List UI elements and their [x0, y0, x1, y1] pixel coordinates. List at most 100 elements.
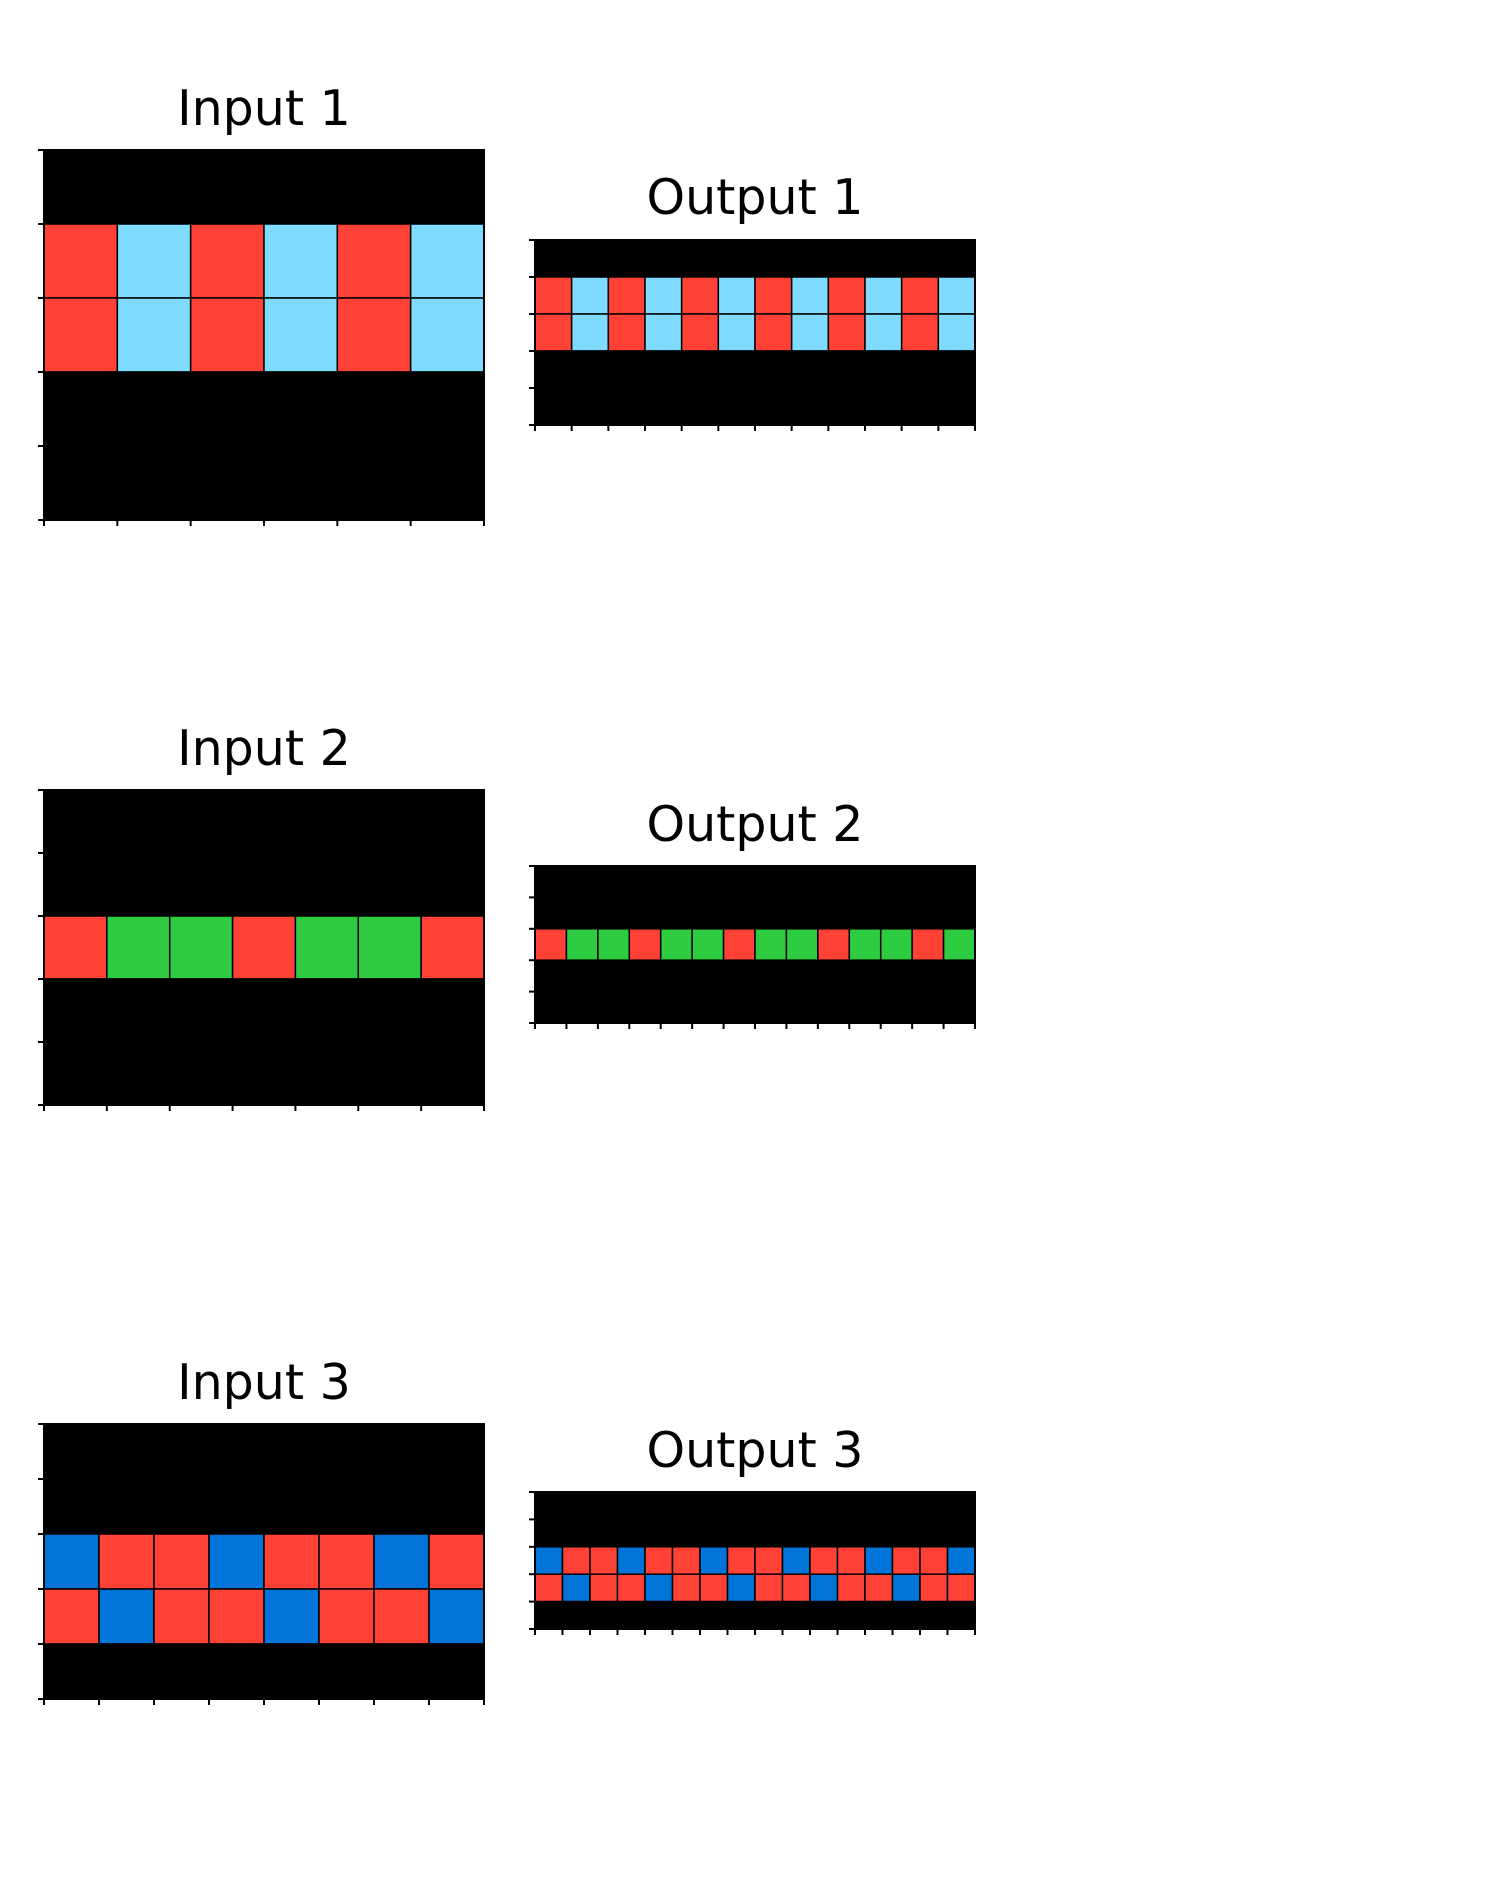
grid-cell [570, 313, 610, 352]
grid-cell [699, 1491, 729, 1521]
grid-cell [318, 1423, 375, 1480]
grid-cell [534, 313, 573, 352]
grid-cell [726, 1546, 756, 1575]
grid-cell [43, 789, 108, 854]
grid-cell [671, 1546, 701, 1575]
grid-cell [836, 1491, 866, 1521]
grid-cell [848, 928, 882, 961]
grid-cell [809, 1573, 839, 1603]
grid-cell [168, 789, 234, 854]
panel-title-output-1: Output 1 [646, 169, 864, 226]
grid-cell [726, 1491, 756, 1521]
grid-cell [848, 990, 882, 1024]
grid-cell [754, 1600, 784, 1630]
grid-cell [570, 387, 610, 426]
grid-cell [98, 1643, 155, 1700]
grid-cell [644, 387, 683, 426]
grid-frame [43, 789, 485, 1106]
grid-cell [561, 1573, 591, 1603]
grid-cell [231, 789, 297, 854]
grid-cell [942, 990, 976, 1024]
grid-cell [263, 223, 339, 299]
grid-cell [691, 928, 725, 961]
grid-cell [597, 928, 631, 961]
grid-cell [644, 1546, 674, 1575]
grid-cell [946, 1573, 976, 1603]
grid-cell [891, 1546, 921, 1575]
grid-cell [644, 350, 683, 389]
grid-cell [373, 1533, 430, 1590]
grid-cell [781, 1573, 811, 1603]
grid-cell [565, 959, 599, 993]
grid-cell [420, 915, 485, 980]
grid-cell [534, 990, 568, 1024]
grid-cell [534, 1546, 564, 1575]
grid-cell [864, 1518, 894, 1548]
grid-cell [628, 959, 662, 993]
grid-cell [570, 239, 610, 278]
grid-cell [717, 313, 756, 352]
grid-cell [754, 239, 793, 278]
grid-cell [428, 1588, 485, 1645]
grid-cell [534, 1491, 564, 1521]
grid-cell [717, 276, 756, 315]
grid-cell [809, 1546, 839, 1575]
grid-cell [534, 959, 568, 993]
grid-cell [208, 1423, 265, 1480]
grid-cell [565, 865, 599, 899]
grid-cell [597, 896, 631, 930]
grid-cell [294, 1041, 360, 1106]
grid-cell [336, 371, 412, 447]
grid-cell [231, 1041, 297, 1106]
grid-cell [373, 1588, 430, 1645]
grid-cell [597, 990, 631, 1024]
grid-cell [116, 149, 192, 225]
grid-cell [722, 928, 756, 961]
grid-cell [189, 371, 265, 447]
grid-cell [43, 371, 119, 447]
grid-cell [263, 371, 339, 447]
grid-cell [754, 1491, 784, 1521]
grid-cell [671, 1491, 701, 1521]
grid-cell [534, 865, 568, 899]
grid-cell [785, 990, 819, 1024]
grid-cell [409, 371, 485, 447]
grid-cell [294, 978, 360, 1043]
grid-cell [785, 959, 819, 993]
grid-cell [879, 928, 913, 961]
grid-cell [644, 1491, 674, 1521]
grid-cell [809, 1600, 839, 1630]
grid-cell [231, 915, 297, 980]
grid-cell [699, 1573, 729, 1603]
grid-cell [790, 276, 830, 315]
grid-cell [817, 990, 851, 1024]
grid-cell [946, 1491, 976, 1521]
grid-cell [691, 990, 725, 1024]
grid-cell [644, 276, 683, 315]
grid-cell [409, 445, 485, 521]
grid-cell [336, 297, 412, 373]
grid-cell [680, 350, 720, 389]
grid-cell [937, 239, 976, 278]
grid-cell [785, 896, 819, 930]
grid-cell [790, 387, 830, 426]
grid-cell [106, 852, 171, 917]
grid-cell [589, 1518, 619, 1548]
grid-cell [699, 1518, 729, 1548]
grid-cell [817, 865, 851, 899]
grid-cell [263, 1423, 320, 1480]
grid-cell [659, 928, 693, 961]
grid-cell [116, 223, 192, 299]
grid-cell [864, 350, 903, 389]
grid-cell [189, 445, 265, 521]
grid-cell [754, 1518, 784, 1548]
grid-cell [919, 1518, 949, 1548]
grid-cell [754, 387, 793, 426]
grid-cell [809, 1518, 839, 1548]
grid-cell [565, 896, 599, 930]
panel-title-output-2: Output 2 [646, 796, 864, 853]
grid-cell [607, 276, 646, 315]
grid-cell [153, 1478, 210, 1535]
grid-cell [534, 276, 573, 315]
grid-cell [294, 915, 360, 980]
